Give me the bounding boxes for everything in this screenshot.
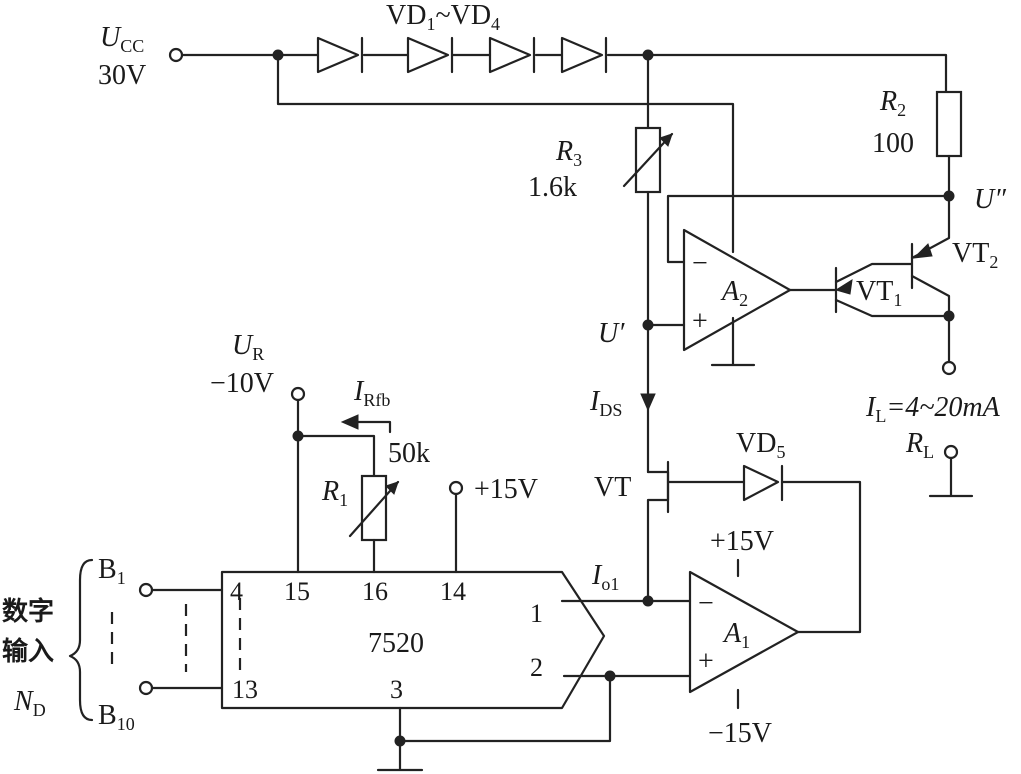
diode-vd3 — [488, 36, 536, 74]
u-prime-label: U′ — [598, 318, 625, 349]
pin-2-label: 2 — [530, 653, 543, 682]
r1-label: R1 — [321, 476, 348, 510]
io1-label: Io1 — [591, 560, 619, 594]
pin-14-label: 14 — [440, 577, 466, 606]
ur-value: −10V — [210, 368, 274, 399]
il-terminal — [941, 360, 957, 376]
a1-plus-sign: + — [698, 646, 714, 677]
digital-input-label-line1: 数字 — [2, 596, 54, 627]
dac-7520-chip — [220, 570, 606, 710]
resistor-r1-variable — [348, 474, 400, 542]
input-brace — [68, 558, 94, 722]
vcc-label: UCC — [100, 22, 144, 56]
pin-15-label: 15 — [284, 577, 310, 606]
vt1-label: VT1 — [856, 276, 902, 310]
minus15-a1-label: −15V — [708, 718, 772, 749]
ground-return-wire — [398, 674, 612, 743]
diode-vd2 — [406, 36, 454, 74]
r3-value: 1.6k — [528, 172, 577, 203]
a1-feedback-wire — [780, 480, 862, 634]
nd-label: ND — [13, 686, 46, 720]
pin-16-label: 16 — [362, 577, 388, 606]
ur-label: UR — [232, 330, 264, 364]
plus15-terminal — [448, 480, 464, 496]
a2-feedback-wire — [666, 194, 951, 264]
pin-1-label: 1 — [530, 599, 543, 628]
vt2-label: VT2 — [952, 238, 998, 272]
chip-name-label: 7520 — [368, 628, 424, 659]
a2-ground — [710, 316, 756, 367]
diode-vd5 — [742, 464, 784, 502]
b1-terminal[interactable] — [138, 582, 154, 598]
ur-terminal — [290, 386, 306, 402]
transistor-vt2 — [910, 194, 951, 318]
a2-plus-sign: + — [692, 306, 708, 337]
vd5-label: VD5 — [736, 428, 785, 462]
ids-arrow — [640, 393, 656, 412]
ids-label: IDS — [589, 386, 622, 420]
b1-label: B1 — [98, 554, 126, 588]
opamp-a1 — [688, 570, 800, 694]
digital-input-label-line2: 输入 — [2, 636, 54, 667]
il-label: IL=4~20mA — [865, 392, 1001, 426]
r2-value: 100 — [872, 128, 914, 159]
opamp-a2 — [682, 228, 792, 352]
vt-fet-label: VT — [594, 472, 631, 503]
r1-top-wire — [296, 434, 376, 478]
b10-terminal[interactable] — [138, 680, 154, 696]
a1-minus-sign: − — [698, 588, 714, 619]
supply-rail-wire — [180, 53, 948, 94]
vcc-terminal — [168, 47, 184, 63]
transistor-vt-fet — [646, 460, 746, 603]
rl-terminal — [943, 444, 959, 460]
resistor-r2 — [935, 90, 963, 158]
irfb-arrow — [354, 420, 392, 434]
a2-supply-wire — [276, 53, 735, 254]
irfb-label: IRfb — [353, 376, 390, 410]
r2-label: R2 — [879, 86, 906, 120]
a2-label: A2 — [720, 276, 748, 310]
rl-ground — [928, 456, 974, 498]
vcc-value: 30V — [98, 60, 146, 91]
b10-label: B10 — [98, 700, 135, 734]
plus15-top-label: +15V — [474, 474, 538, 505]
r3-label: R3 — [555, 136, 582, 170]
pin-13-label: 13 — [232, 675, 258, 704]
resistor-r3-variable — [622, 126, 674, 194]
junction-dot — [394, 735, 406, 747]
diode-string-label: VD1~VD4 — [386, 0, 500, 34]
pin-4-label: 4 — [230, 577, 243, 606]
plus15-a1-label: +15V — [710, 526, 774, 557]
diode-vd1 — [316, 36, 364, 74]
a2-minus-sign: − — [692, 248, 708, 279]
r1-value: 50k — [388, 438, 430, 469]
rl-label: RL — [905, 428, 934, 462]
transistor-vt1 — [834, 262, 951, 318]
u-double-prime-label: U″ — [974, 184, 1006, 215]
diode-vd4 — [560, 36, 608, 74]
irfb-arrowhead — [340, 414, 359, 430]
pin-3-label: 3 — [390, 675, 403, 704]
a1-label: A1 — [722, 618, 750, 652]
